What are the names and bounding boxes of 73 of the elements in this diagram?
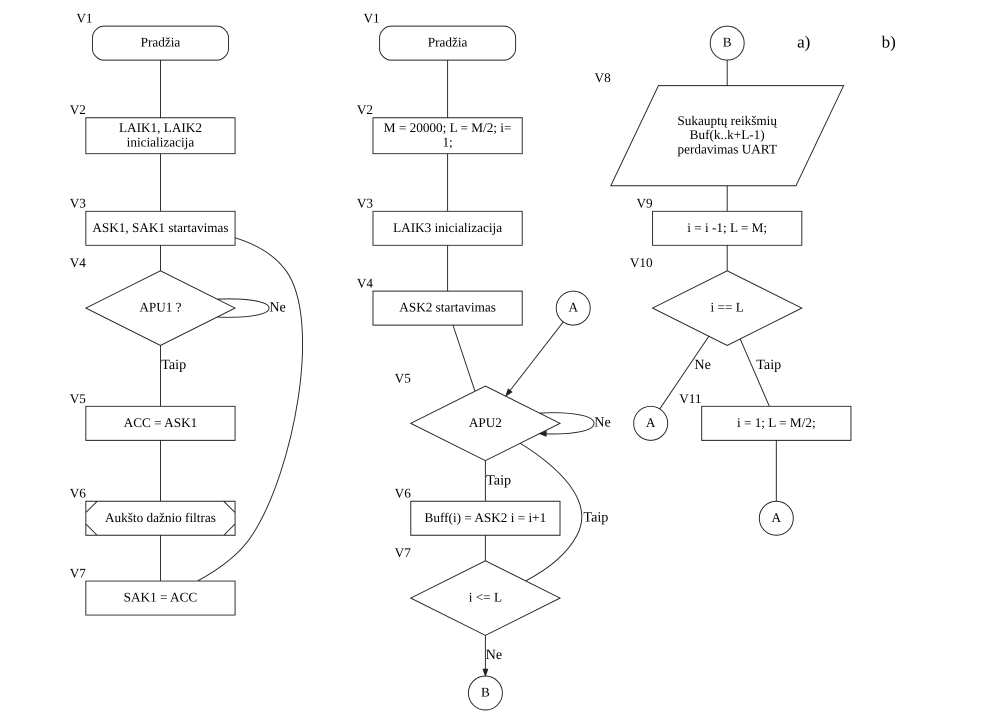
edge-label: Ne — [694, 357, 711, 374]
connector — [160, 534, 161, 582]
edge-label: Taip — [756, 357, 782, 374]
node-box: LAIK1, LAIK2 inicializacija — [85, 117, 236, 154]
node-label: V10 — [630, 255, 653, 270]
node-label: V9 — [636, 196, 653, 211]
node-circle: A — [633, 406, 668, 441]
node-circle: A — [758, 500, 794, 536]
connector — [484, 534, 486, 562]
node-circle: B — [710, 26, 745, 61]
connector — [452, 324, 476, 392]
connector — [160, 60, 161, 118]
connector — [447, 153, 448, 212]
node-label: V8 — [594, 70, 611, 86]
connector — [160, 153, 161, 212]
connector — [160, 244, 161, 272]
node-box: i = 1; L = M/2; — [701, 406, 852, 441]
node-label: V1 — [363, 10, 380, 26]
node-circle: A — [556, 290, 591, 326]
edge-label: Ne — [486, 647, 502, 664]
node-box: ACC = ASK1 — [85, 406, 236, 441]
node-label: V2 — [70, 102, 86, 118]
node-label: V6 — [70, 486, 86, 501]
edge-label: Ne — [269, 299, 286, 316]
node-label: V6 — [394, 486, 411, 501]
node-label: V4 — [356, 276, 374, 291]
node-label: V5 — [70, 390, 86, 406]
connector — [726, 244, 728, 272]
node-label: V3 — [70, 196, 86, 211]
label: a) — [797, 32, 810, 52]
node-diamond: APU1 ? — [84, 270, 236, 346]
node-label: V3 — [356, 196, 374, 211]
node-box: ASK2 startavimas — [372, 290, 523, 326]
label: b) — [882, 32, 896, 52]
node-circle: B — [468, 676, 503, 710]
node-label: V4 — [70, 255, 86, 270]
connector — [776, 440, 777, 502]
node-label: V2 — [356, 102, 374, 118]
node-box: ASK1, SAK1 startavimas — [85, 210, 236, 246]
edge-label: Taip — [486, 472, 512, 488]
connector — [160, 345, 161, 407]
node-diamond: APU2 — [410, 386, 562, 462]
connector — [726, 60, 728, 86]
node-box: SAK1 = ACC — [85, 580, 236, 616]
node-box: M = 20000; L = M/2; i= 1; — [372, 117, 523, 154]
node-box: LAIK3 inicializacija — [372, 210, 523, 246]
node-label: V5 — [394, 370, 411, 386]
connector — [447, 244, 448, 292]
arrow — [505, 322, 564, 397]
connector — [447, 60, 448, 118]
edge-label: Taip — [161, 357, 186, 374]
node-label: V1 — [76, 10, 92, 26]
connector — [659, 336, 710, 410]
connector — [520, 442, 582, 582]
node-label: V7 — [394, 545, 411, 560]
connector — [216, 298, 270, 318]
connector — [484, 460, 486, 502]
arrow — [538, 412, 594, 437]
node-diamond: i == L — [652, 270, 803, 346]
connector — [197, 237, 304, 582]
node-label: V7 — [70, 565, 86, 580]
node-label: V11 — [679, 390, 702, 406]
arrow — [482, 635, 488, 678]
connector — [740, 338, 770, 407]
node-box: Buff(i) = ASK2 i = i+1 — [410, 500, 560, 536]
node-box: Pradžia — [379, 26, 516, 61]
node-box: Pradžia — [92, 26, 229, 61]
connector — [726, 186, 728, 212]
edge-label: Ne — [594, 414, 611, 431]
edge-label: Taip — [583, 510, 608, 526]
node-box: i = i -1; L = M; — [652, 210, 802, 246]
connector — [160, 440, 161, 502]
node-diamond: i <= L — [410, 560, 562, 636]
